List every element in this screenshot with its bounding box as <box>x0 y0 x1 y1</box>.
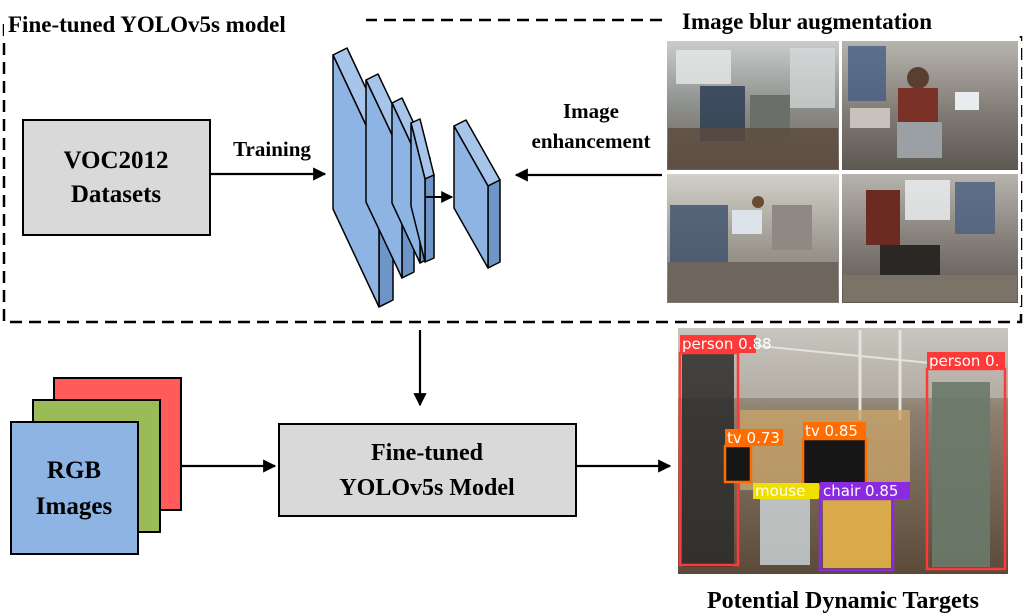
augmentation-title: Image blur augmentation <box>682 9 932 34</box>
det-tv-right: tv 0.85 <box>801 422 868 487</box>
det-label-tv-right: tv 0.85 <box>805 422 858 440</box>
augmentation-image-grid <box>664 38 1021 306</box>
rgb-label-line1: RGB <box>47 457 101 484</box>
blurred-office-photo-4 <box>842 174 1018 303</box>
det-label-chair: chair 0.85 <box>823 482 898 500</box>
det-label-person-right: person 0. <box>929 352 1000 370</box>
blurred-office-photo-3 <box>667 174 839 303</box>
rgb-images-stack: RGB Images <box>10 377 182 555</box>
voc2012-datasets-box: VOC2012 Datasets <box>22 119 211 236</box>
fine-tuned-model-box: Fine-tuned YOLOv5s Model <box>278 423 577 517</box>
rgb-blue-channel <box>10 421 139 555</box>
training-label: Training <box>233 137 311 161</box>
enhancement-arrow: Image enhancement <box>514 99 662 182</box>
enhancement-label-line2: enhancement <box>532 129 651 153</box>
network-layers <box>332 47 501 308</box>
det-label-mouse: mouse <box>755 482 805 500</box>
blurred-office-photo-2 <box>842 41 1018 170</box>
fine-tuned-model-frame: Fine-tuned YOLOv5s model Image blur augm… <box>2 0 1025 324</box>
det-mouse: mouse <box>753 482 819 500</box>
output-caption: Potential Dynamic Targets <box>707 588 979 614</box>
datasets-line2: Datasets <box>71 181 162 208</box>
enhancement-label-line1: Image <box>563 99 619 123</box>
det-chair: chair 0.85 <box>818 482 910 572</box>
datasets-line1: VOC2012 <box>63 147 168 174</box>
det-label-tv-left: tv 0.73 <box>727 429 780 447</box>
det-label-person-left: person 0.88 <box>682 335 772 353</box>
training-arrow: Training <box>210 137 327 181</box>
detection-output-image: person 0.88 person 0. tv 0.73 tv 0.85 mo… <box>678 328 1008 574</box>
model-label-line1: Fine-tuned <box>371 440 484 466</box>
frame-title: Fine-tuned YOLOv5s model <box>8 12 286 37</box>
conv-layer-5 <box>453 119 501 269</box>
rgb-label-line2: Images <box>36 493 113 520</box>
model-label-line2: YOLOv5s Model <box>339 475 515 501</box>
blurred-office-photo-1 <box>667 41 839 170</box>
det-tv-left: tv 0.73 <box>723 429 783 484</box>
det-person-right: person 0. <box>925 352 1007 571</box>
